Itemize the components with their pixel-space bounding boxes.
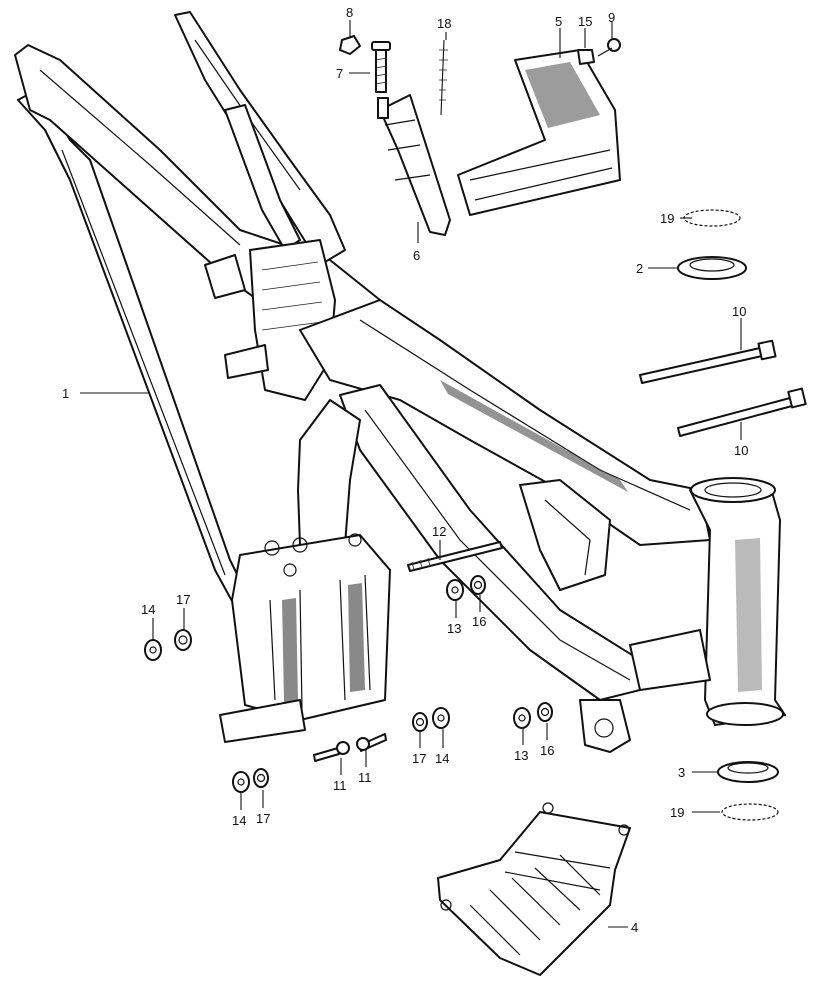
callout-9: 9: [608, 10, 615, 25]
callout-13-lower: 13: [514, 748, 528, 763]
nut-14-left: [144, 639, 162, 661]
bolt-12: [407, 541, 503, 572]
bolt-7: [371, 41, 391, 93]
callout-8: 8: [346, 5, 353, 20]
callout-1: 1: [62, 386, 69, 401]
bearing-19-bottom: [721, 803, 779, 821]
callout-4: 4: [631, 920, 638, 935]
callout-6: 6: [413, 248, 420, 263]
washer-16-upper: [470, 575, 486, 595]
nut-14-bottom: [232, 771, 250, 793]
callout-19-bottom: 19: [670, 805, 684, 820]
nut-13-upper: [446, 579, 464, 601]
callout-2: 2: [636, 261, 643, 276]
bearing-19-top: [683, 209, 741, 227]
callout-16-upper: 16: [472, 614, 486, 629]
callout-13-upper: 13: [447, 621, 461, 636]
skid-plate-4: [437, 802, 631, 976]
callout-10-lower: 10: [734, 443, 748, 458]
callout-16-lower: 16: [540, 743, 554, 758]
bolt-11-right: [356, 733, 387, 752]
main-frame: [14, 11, 786, 753]
race-2: [677, 256, 747, 280]
callout-7: 7: [336, 66, 343, 81]
callout-11-left: 11: [333, 778, 347, 793]
callout-5: 5: [555, 14, 562, 29]
callout-19-top: 19: [660, 211, 674, 226]
callout-14-bottom: 14: [232, 813, 246, 828]
leader-lines: [80, 20, 742, 928]
nut-14-center: [432, 707, 450, 729]
nut-8: [339, 35, 361, 55]
race-3: [717, 761, 779, 783]
callout-17-center: 17: [412, 751, 426, 766]
callout-11-right: 11: [358, 770, 372, 785]
callout-15: 15: [578, 14, 592, 29]
callout-10-upper: 10: [732, 304, 746, 319]
part-5-bracket: [457, 49, 621, 216]
screw-9: [597, 38, 621, 57]
spring-18: [439, 39, 448, 116]
callout-18: 18: [437, 16, 451, 31]
washer-17-center: [412, 712, 428, 732]
bolt-10-lower: [677, 387, 807, 437]
bolt-10-upper: [639, 339, 777, 384]
washer-17-bottom: [253, 768, 269, 788]
callout-14-left: 14: [141, 602, 155, 617]
callout-labels: 1 2 3 4 5 6 7 8 9 10 10 11 11 12 13 13 1…: [62, 5, 748, 935]
washer-17-left: [174, 629, 192, 651]
callout-12: 12: [432, 524, 446, 539]
callout-17-left: 17: [176, 592, 190, 607]
callout-14-center: 14: [435, 751, 449, 766]
callout-3: 3: [678, 765, 685, 780]
part-6-hinge-plate: [377, 94, 451, 236]
bolt-11-left: [313, 741, 350, 762]
nut-15: [577, 49, 595, 65]
washer-16-lower: [537, 702, 553, 722]
nut-13-lower: [513, 707, 531, 729]
callout-17-bottom: 17: [256, 811, 270, 826]
